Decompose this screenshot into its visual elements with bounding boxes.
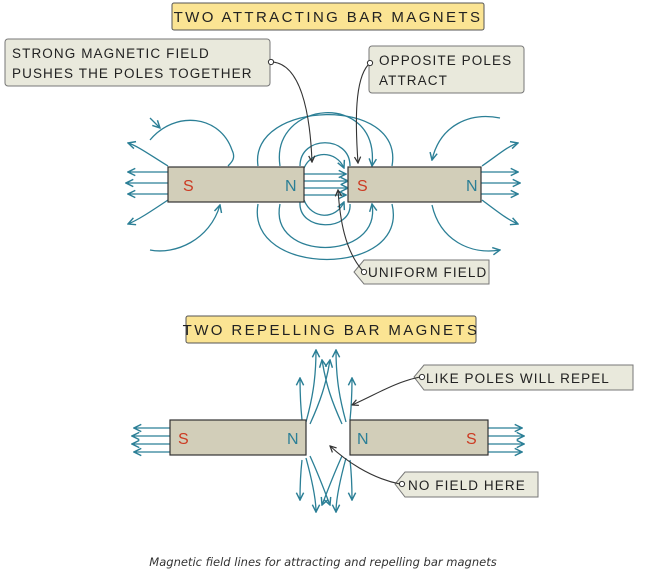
attracting-title-box: TWO ATTRACTING BAR MAGNETS <box>171 2 485 31</box>
note-opposite-line1: OPPOSITE POLES <box>379 53 512 68</box>
note-opposite-line2: ATTRACT <box>379 73 448 88</box>
attracting-field-lines <box>126 112 520 261</box>
repelling-title-box: TWO REPELLING BAR MAGNETS <box>183 315 480 344</box>
note-nofield-label: NO FIELD HERE <box>408 478 526 493</box>
attracting-right-magnet-north-label: N <box>466 178 478 195</box>
attracting-left-magnet-north-label: N <box>285 178 297 195</box>
repelling-title: TWO REPELLING BAR MAGNETS <box>183 322 480 339</box>
attracting-title: TWO ATTRACTING BAR MAGNETS <box>174 9 483 26</box>
note-uniform-label: UNIFORM FIELD <box>368 265 487 280</box>
repelling-right-magnet-north-label: N <box>357 431 369 448</box>
repelling-left-magnet-north-label: N <box>287 431 299 448</box>
note-no-field: NO FIELD HERE <box>330 446 539 498</box>
repelling-magnet-right: N S <box>349 419 489 456</box>
attracting-magnet-left: S N <box>167 166 305 203</box>
repelling-right-magnet-south-label: S <box>466 431 477 448</box>
note-strong-line1: STRONG MAGNETIC FIELD <box>12 46 210 61</box>
repelling-left-magnet-south-label: S <box>178 431 189 448</box>
note-strong-line2: PUSHES THE POLES TOGETHER <box>12 66 253 81</box>
note-like-poles: LIKE POLES WILL REPEL <box>352 364 634 405</box>
attracting-magnet-right: S N <box>347 166 482 203</box>
attracting-left-magnet-south-label: S <box>183 178 194 195</box>
repelling-magnet-left: S N <box>169 419 307 456</box>
note-uniform-field: UNIFORM FIELD <box>338 190 490 285</box>
note-like-label: LIKE POLES WILL REPEL <box>426 371 610 386</box>
note-strong-field: STRONG MAGNETIC FIELD PUSHES THE POLES T… <box>4 38 312 162</box>
figure-caption: Magnetic field lines for attracting and … <box>149 555 496 569</box>
note-opposite-poles: OPPOSITE POLES ATTRACT <box>356 45 525 163</box>
attracting-right-magnet-south-label: S <box>357 178 368 195</box>
repelling-field-lines <box>132 350 524 512</box>
